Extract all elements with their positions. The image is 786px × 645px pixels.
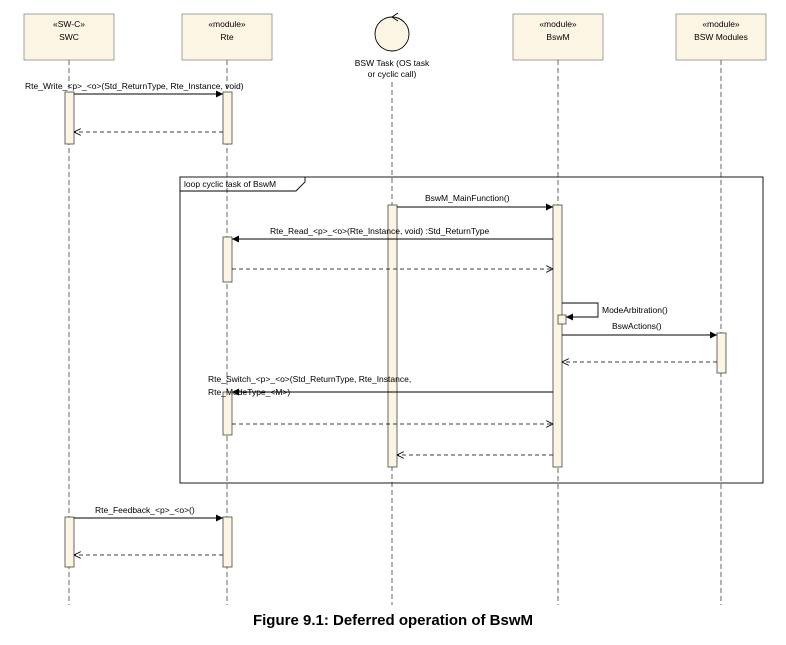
activation-rte-4 xyxy=(222,516,233,568)
message-rte-feedback: Rte_Feedback_<p>_<o>() xyxy=(74,505,223,522)
bswm-name: BswM xyxy=(546,32,569,42)
bswm-stereotype: «module» xyxy=(539,19,577,29)
bsw-task-name-line2: or cyclic call) xyxy=(368,69,417,79)
lifeline-head-swc: «SW-C» SWC xyxy=(23,13,115,61)
activation-rte-2 xyxy=(222,236,233,283)
lifeline-head-bsw-modules: «module» BSW Modules xyxy=(675,13,767,61)
sequence-diagram: «SW-C» SWC «module» Rte BSW Task (OS tas… xyxy=(23,12,767,605)
bsw-task-name-line1: BSW Task (OS task xyxy=(355,58,430,68)
activation-swc-1 xyxy=(64,91,75,145)
message-main-function: BswM_MainFunction() xyxy=(397,193,553,211)
main-function-label: BswM_MainFunction() xyxy=(425,193,510,203)
bsw-actions-label: BswActions() xyxy=(612,321,662,331)
loop-label: loop cyclic task of BswM xyxy=(184,179,276,189)
swc-stereotype: «SW-C» xyxy=(53,19,85,29)
rte-write-label: Rte_Write_<p>_<o>(Std_ReturnType, Rte_In… xyxy=(25,81,244,91)
lifeline-head-rte: «module» Rte xyxy=(181,13,273,61)
message-rte-write: Rte_Write_<p>_<o>(Std_ReturnType, Rte_In… xyxy=(25,81,244,98)
rte-switch-label-line2: Rte_ModeType_<M>) xyxy=(208,387,290,397)
rte-name: Rte xyxy=(220,32,234,42)
message-rte-read: Rte_Read_<p>_<o>(Rte_Instance, void) :St… xyxy=(232,226,553,243)
lifeline-head-bsw-task: BSW Task (OS task or cyclic call) xyxy=(355,12,430,79)
rte-stereotype: «module» xyxy=(208,19,246,29)
swc-name: SWC xyxy=(59,32,79,42)
activation-bsw-modules xyxy=(716,332,727,374)
rte-feedback-label: Rte_Feedback_<p>_<o>() xyxy=(95,505,195,515)
bsw-modules-name: BSW Modules xyxy=(694,32,748,42)
message-bsw-actions: BswActions() xyxy=(562,321,717,339)
mode-arbitration-label: ModeArbitration() xyxy=(602,305,668,315)
rte-read-label: Rte_Read_<p>_<o>(Rte_Instance, void) :St… xyxy=(270,226,490,236)
rte-switch-label-line1: Rte_Switch_<p>_<o>(Std_ReturnType, Rte_I… xyxy=(208,374,411,384)
activation-swc-2 xyxy=(64,516,75,568)
activation-rte-3 xyxy=(222,391,233,436)
message-mode-arbitration: ModeArbitration() xyxy=(562,302,668,321)
message-rte-switch: Rte_Switch_<p>_<o>(Std_ReturnType, Rte_I… xyxy=(208,374,553,397)
lifeline-head-bswm: «module» BswM xyxy=(512,13,604,61)
activation-bswm-self xyxy=(557,314,567,325)
task-control-icon xyxy=(374,16,410,52)
activation-bsw-task xyxy=(387,204,398,468)
bsw-modules-stereotype: «module» xyxy=(702,19,740,29)
loop-frame: loop cyclic task of BswM xyxy=(179,176,764,484)
activation-rte-1 xyxy=(222,91,233,145)
activation-bswm xyxy=(552,204,563,468)
figure-caption: Figure 9.1: Deferred operation of BswM xyxy=(252,612,534,629)
